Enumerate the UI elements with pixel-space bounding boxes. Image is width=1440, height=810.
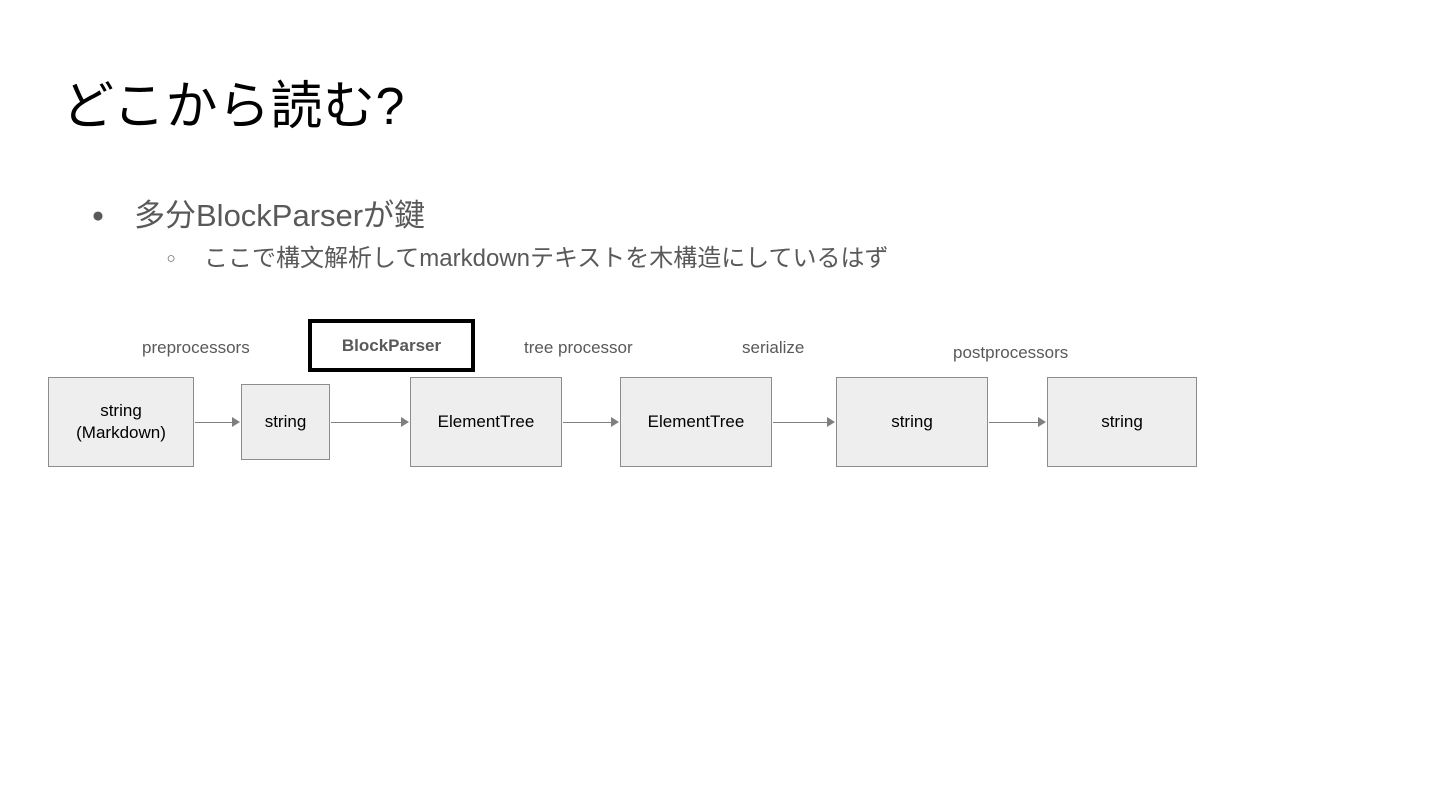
arrow-2-line [331, 422, 402, 423]
box-elementtree-processed[interactable]: ElementTree [620, 377, 772, 467]
filled-circle-bullet-icon: ● [91, 204, 105, 227]
box-elementtree-parsed[interactable]: ElementTree [410, 377, 562, 467]
box-blockparser-label: BlockParser [341, 335, 442, 355]
arrow-1-head-icon [232, 417, 240, 427]
arrow-5-line [989, 422, 1039, 423]
bullet-text-primary: 多分BlockParserが鍵 [134, 198, 426, 233]
label-tree-processor: tree processor [524, 338, 633, 357]
arrow-2-head-icon [401, 417, 409, 427]
label-serialize: serialize [742, 338, 805, 357]
arrow-4-head-icon [827, 417, 835, 427]
page-title: どこから読む? [62, 78, 405, 136]
box-string-preprocessed[interactable]: string [241, 384, 330, 460]
hollow-circle-bullet-icon: ○ [166, 250, 176, 267]
bullet-text-secondary: ここで構文解析してmarkdownテキストを木構造にしているはず [204, 245, 889, 272]
box-string-final[interactable]: string [1047, 377, 1197, 467]
arrow-4-line [773, 422, 828, 423]
bullet-list: ● 多分BlockParserが鍵 ○ ここで構文解析してmarkdownテキス… [62, 194, 1392, 276]
arrow-1-line [195, 422, 233, 423]
box-blockparser[interactable]: BlockParser [308, 319, 475, 372]
box-elementtree-parsed-label: ElementTree [437, 412, 535, 431]
box-string-serialized[interactable]: string [836, 377, 988, 467]
box-string-markdown[interactable]: string (Markdown) [48, 377, 194, 467]
box-elementtree-processed-label: ElementTree [647, 412, 745, 431]
box-string-final-label: string [1101, 412, 1143, 431]
box-string-serialized-label: string [891, 412, 933, 431]
arrow-5-head-icon [1038, 417, 1046, 427]
label-preprocessors: preprocessors [142, 338, 250, 357]
list-item: ○ ここで構文解析してmarkdownテキストを木構造にしているはず [62, 242, 1392, 276]
arrow-3-line [563, 422, 612, 423]
label-postprocessors: postprocessors [953, 343, 1069, 362]
box-string-preprocessed-label: string [264, 412, 307, 431]
box-string-markdown-line2: (Markdown) [76, 423, 166, 442]
arrow-3-head-icon [611, 417, 619, 427]
list-item: ● 多分BlockParserが鍵 [62, 194, 1392, 238]
box-string-markdown-line1: string [100, 401, 142, 420]
